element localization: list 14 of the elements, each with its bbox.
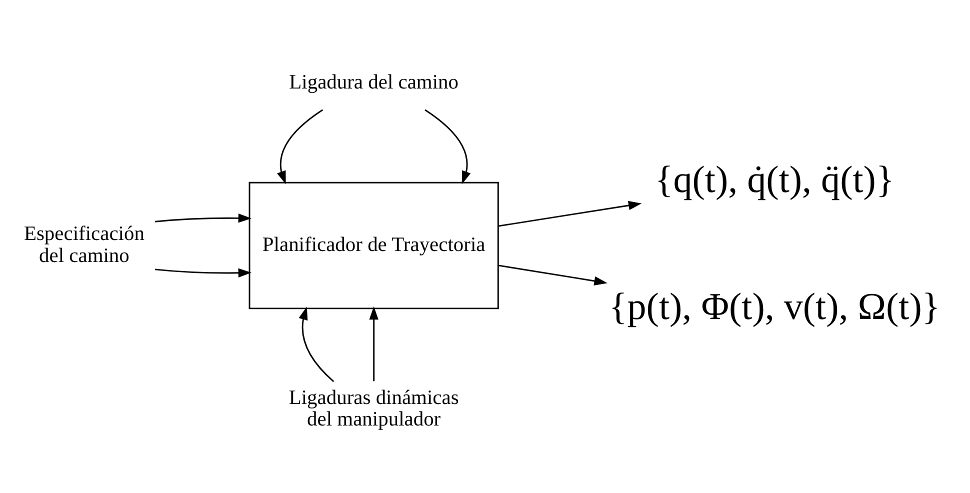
node-text: {p(t), Φ(t), v(t), Ω(t)} <box>609 286 940 328</box>
node-text: Ligadura del camino <box>289 71 459 94</box>
node-text: Especificación del camino <box>24 222 144 266</box>
arrow <box>498 264 608 286</box>
arrow <box>155 213 252 222</box>
arrow <box>369 306 378 381</box>
node-text: {q(t), q̇(t), q̈(t)} <box>655 158 894 200</box>
arrow <box>498 200 642 226</box>
arrow <box>298 306 334 382</box>
node-box: Planificador de Trayectoria <box>248 181 499 309</box>
node-text: Ligaduras dinámicas del manipulador <box>288 386 459 430</box>
arrow <box>277 108 324 184</box>
arrow <box>424 108 471 184</box>
arrow <box>155 268 252 278</box>
